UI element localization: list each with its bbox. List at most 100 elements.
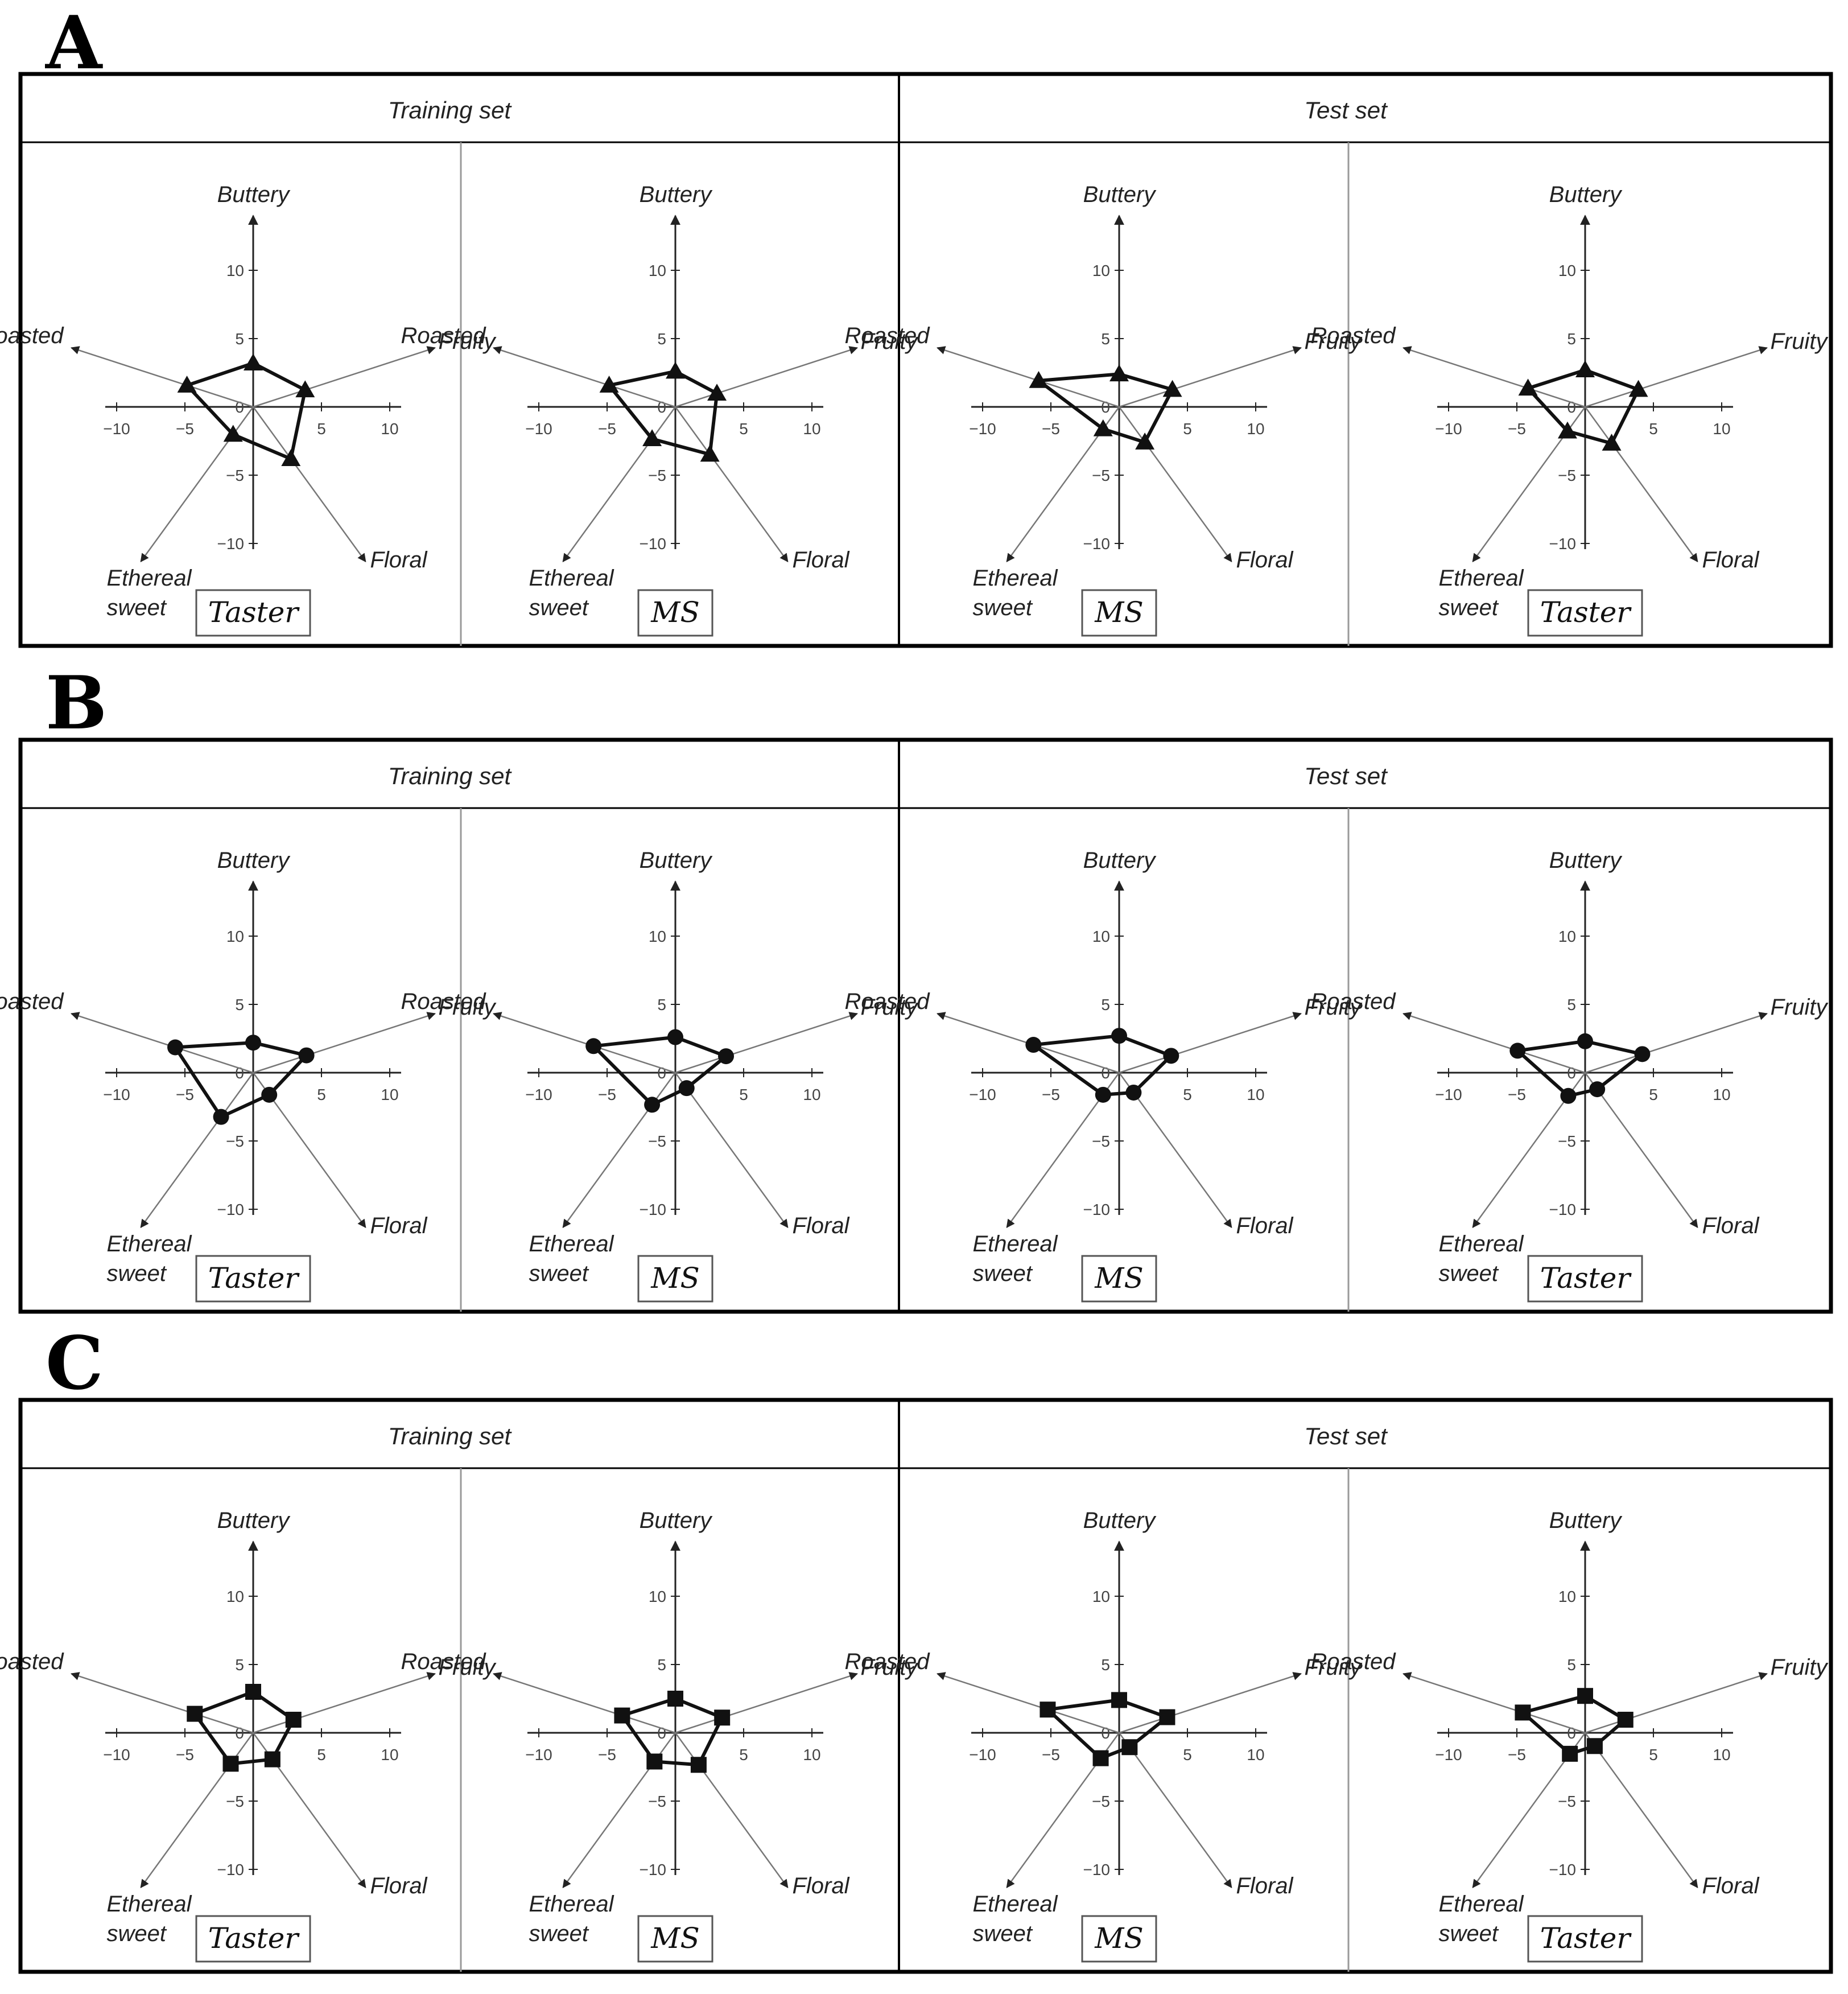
spoke-4	[1402, 1672, 1586, 1734]
set-header-training: Training set	[388, 1423, 513, 1449]
data-point-triangle	[599, 376, 619, 393]
spoke-2	[1584, 406, 1698, 563]
x-tick-label: −10	[525, 1746, 552, 1764]
series-polygon	[607, 369, 719, 456]
x-tick-label: 5	[1649, 420, 1658, 438]
axis-label-buttery: Buttery	[217, 182, 291, 207]
data-point-circle	[213, 1109, 229, 1125]
data-point-square	[187, 1705, 203, 1722]
data-point-circle	[1111, 1028, 1127, 1044]
set-header-test: Test set	[1304, 1423, 1388, 1449]
data-point-circle	[678, 1080, 695, 1097]
data-point-circle	[1125, 1084, 1142, 1101]
set-header-training: Training set	[388, 763, 513, 789]
subplot-label-box	[195, 589, 311, 637]
axis-label-roasted: Roasted	[844, 1649, 930, 1674]
data-point-circle	[1577, 1033, 1593, 1049]
axis-label-floral: Floral	[1236, 1873, 1293, 1898]
axis-label-buttery: Buttery	[1083, 182, 1157, 207]
subplot-label-box	[1527, 1915, 1643, 1963]
data-point-circle	[1560, 1087, 1577, 1104]
axis-label-roasted: Roasted	[1310, 989, 1396, 1014]
y-tick-label: −10	[217, 1201, 245, 1218]
axis-label-buttery: Buttery	[640, 182, 713, 207]
x-tick-label: 5	[317, 1746, 326, 1764]
data-point-circle	[1095, 1086, 1111, 1103]
y-tick-label: 5	[1101, 330, 1110, 348]
data-point-square	[1586, 1738, 1603, 1754]
data-point-square	[264, 1751, 280, 1768]
x-tick-label: 10	[381, 420, 398, 438]
axis-label-buttery: Buttery	[1083, 1508, 1157, 1533]
subplot-label: Taster	[1540, 1262, 1632, 1295]
spoke-1	[1585, 346, 1768, 408]
spoke-1	[1119, 1012, 1302, 1074]
panel-frame	[18, 1398, 1833, 1974]
data-point-circle	[1509, 1043, 1526, 1059]
axis-label-floral: Floral	[1702, 1213, 1759, 1238]
x-tick-label: 10	[1247, 420, 1264, 438]
data-point-triangle	[642, 429, 662, 447]
spoke-1	[675, 1672, 858, 1734]
axis-label-fruity: Fruity	[1771, 995, 1829, 1020]
axis-label-fruity: Fruity	[439, 329, 497, 354]
axis-label-floral: Floral	[1236, 547, 1293, 572]
x-tick-label: −10	[103, 1746, 130, 1764]
axis-label-floral: Floral	[792, 1873, 849, 1898]
axis-label-roasted: Roasted	[1310, 1649, 1396, 1674]
subplot-label-box	[1081, 1915, 1157, 1963]
x-tick-label: −5	[598, 1746, 616, 1764]
subplot-label: Taster	[208, 596, 300, 629]
spoke-1	[253, 346, 436, 408]
data-point-triangle	[177, 376, 197, 393]
x-tick-label: 5	[1649, 1746, 1658, 1764]
subplot-label-box	[1081, 589, 1157, 637]
axis-label-floral: Floral	[792, 1213, 849, 1238]
spoke-4	[1402, 1012, 1586, 1074]
data-point-square	[714, 1709, 731, 1726]
data-point-square	[1040, 1702, 1056, 1718]
x-tick-label: −10	[1435, 420, 1462, 438]
x-tick-label: −5	[176, 420, 194, 438]
spoke-2	[252, 406, 366, 563]
spoke-3	[140, 1072, 254, 1229]
subplot-label: Taster	[208, 1262, 300, 1295]
y-tick-label: 10	[649, 262, 666, 279]
data-point-square	[667, 1691, 683, 1707]
axis-label-roasted: Roasted	[401, 1649, 486, 1674]
y-tick-label: −5	[1558, 1132, 1576, 1150]
series-polygon	[1526, 368, 1640, 446]
x-tick-label: −5	[176, 1086, 194, 1103]
data-point-circle	[1589, 1081, 1606, 1098]
axis-label-roasted: Roasted	[0, 1649, 64, 1674]
x-tick-label: −5	[598, 420, 616, 438]
subplot-label: MS	[650, 596, 699, 629]
panel-letter: C	[46, 1321, 104, 1406]
y-tick-label: −5	[648, 467, 666, 484]
axis-label-buttery: Buttery	[1083, 848, 1157, 873]
axis-label-roasted: Roasted	[0, 323, 64, 348]
data-point-triangle	[1557, 421, 1577, 439]
data-point-circle	[644, 1097, 661, 1113]
spoke-2	[1584, 1072, 1698, 1229]
x-tick-label: 5	[739, 1746, 748, 1764]
series-polygon	[1032, 1034, 1173, 1097]
y-tick-label: 5	[657, 330, 666, 348]
series-polygon	[1516, 1039, 1644, 1098]
spoke-4	[1402, 346, 1586, 408]
spoke-1	[253, 1672, 436, 1734]
spoke-1	[675, 1012, 858, 1074]
x-tick-label: −10	[969, 420, 996, 438]
x-tick-label: −10	[969, 1086, 996, 1103]
y-tick-label: 10	[1092, 1588, 1110, 1605]
